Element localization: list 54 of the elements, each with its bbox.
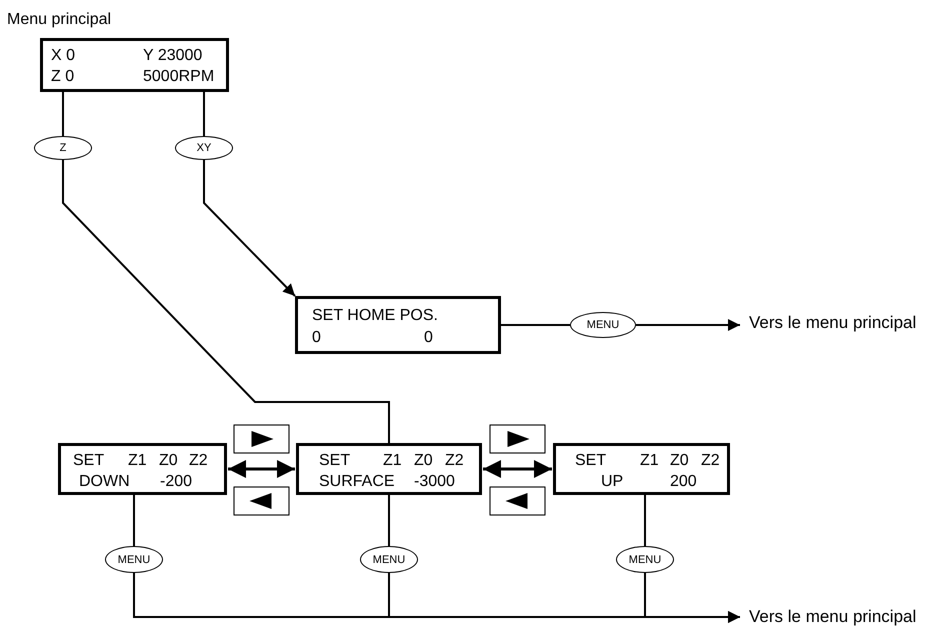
left-arrow-key-icon (234, 486, 290, 516)
display-text: Z0 (414, 452, 433, 470)
display-text: SET (73, 452, 104, 470)
destination-text: Vers le menu principal (749, 313, 916, 333)
key-button: MENU (616, 546, 674, 573)
display-text: 0 (424, 329, 433, 347)
connector-line (62, 160, 390, 443)
display-text: Z1 (128, 452, 147, 470)
double-arrow (483, 460, 552, 478)
lcd-display (295, 296, 501, 354)
right-arrow-key-icon (234, 424, 290, 454)
display-text: Z0 (670, 452, 689, 470)
connector-line (501, 324, 570, 326)
display-text: SET (575, 452, 606, 470)
display-text: UP (601, 473, 624, 491)
key-button: Z (34, 136, 92, 160)
destination-text: Vers le menu principal (749, 607, 916, 627)
connector-line (203, 92, 205, 136)
display-text: Y 23000 (143, 47, 202, 65)
display-text: SET (319, 452, 350, 470)
display-text: -3000 (414, 473, 455, 491)
key-button: MENU (360, 546, 418, 573)
display-text: 200 (670, 473, 697, 491)
display-text: X 0 (51, 47, 76, 65)
display-text: Z 0 (51, 68, 74, 86)
display-text: -200 (160, 473, 192, 491)
lcd-display (553, 443, 730, 495)
display-text: Z1 (640, 452, 659, 470)
display-text: Z2 (445, 452, 464, 470)
key-button: MENU (105, 546, 163, 573)
menu-heading: Menu principal (7, 11, 112, 29)
connector-line (388, 495, 390, 546)
display-text: Z0 (159, 452, 178, 470)
display-text: SET HOME POS. (312, 307, 438, 325)
connector-line (133, 495, 135, 546)
lcd-display (296, 443, 482, 495)
connector-line (644, 495, 646, 546)
key-button: XY (175, 136, 233, 160)
display-text: Z2 (189, 452, 208, 470)
connector-line (62, 92, 64, 136)
display-text: 5000RPM (143, 68, 214, 86)
arrow (203, 160, 296, 297)
key-button: MENU (570, 312, 636, 338)
left-arrow-key-icon (490, 486, 546, 516)
display-text: DOWN (79, 473, 130, 491)
arrow (636, 319, 740, 331)
double-arrow (228, 460, 295, 478)
arrow (644, 573, 740, 623)
lcd-display (58, 443, 227, 495)
display-text: 0 (312, 329, 321, 347)
display-text: SURFACE (319, 473, 395, 491)
right-arrow-key-icon (490, 424, 546, 454)
display-text: Z1 (383, 452, 402, 470)
display-text: Z2 (701, 452, 720, 470)
